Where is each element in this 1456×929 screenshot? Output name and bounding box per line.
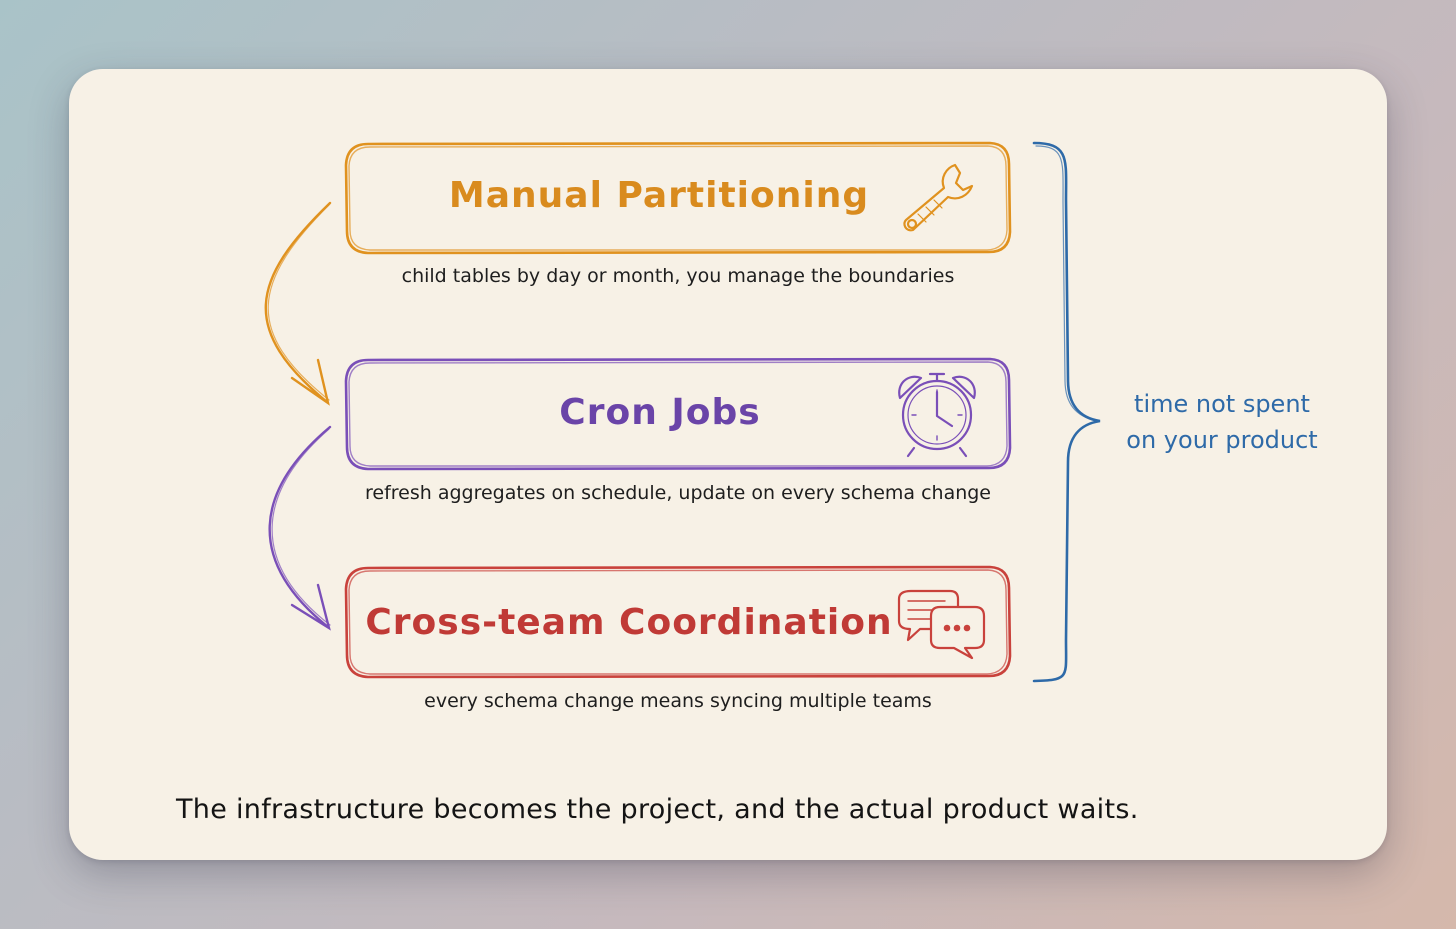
step-title-cron-jobs: Cron Jobs (559, 392, 761, 433)
chat-bubbles-icon (897, 589, 986, 660)
step-caption-manual-partitioning: child tables by day or month, you manage… (401, 265, 955, 287)
step-title-manual-partitioning: Manual Partitioning (448, 175, 870, 216)
arrow-purple (268, 425, 332, 631)
box-manual-partitioning (344, 141, 1012, 255)
box-cross-team-coordination (344, 565, 1012, 679)
curly-brace (1032, 141, 1101, 683)
brace-note-line-1: time not spent (1134, 390, 1310, 418)
step-caption-cron-jobs: refresh aggregates on schedule, update o… (365, 482, 991, 504)
arrow-orange (264, 201, 332, 406)
brace-note: time not spent on your product (1092, 386, 1352, 458)
alarm-clock-icon (898, 372, 976, 458)
wrench-icon (903, 163, 974, 232)
footer-statement: The infrastructure becomes the project, … (176, 794, 1139, 825)
step-title-cross-team-coordination: Cross-team Coordination (365, 602, 893, 643)
brace-note-line-2: on your product (1126, 426, 1318, 454)
diagram-card (69, 69, 1387, 860)
step-caption-cross-team-coordination: every schema change means syncing multip… (424, 690, 932, 712)
box-cron-jobs (344, 357, 1012, 471)
